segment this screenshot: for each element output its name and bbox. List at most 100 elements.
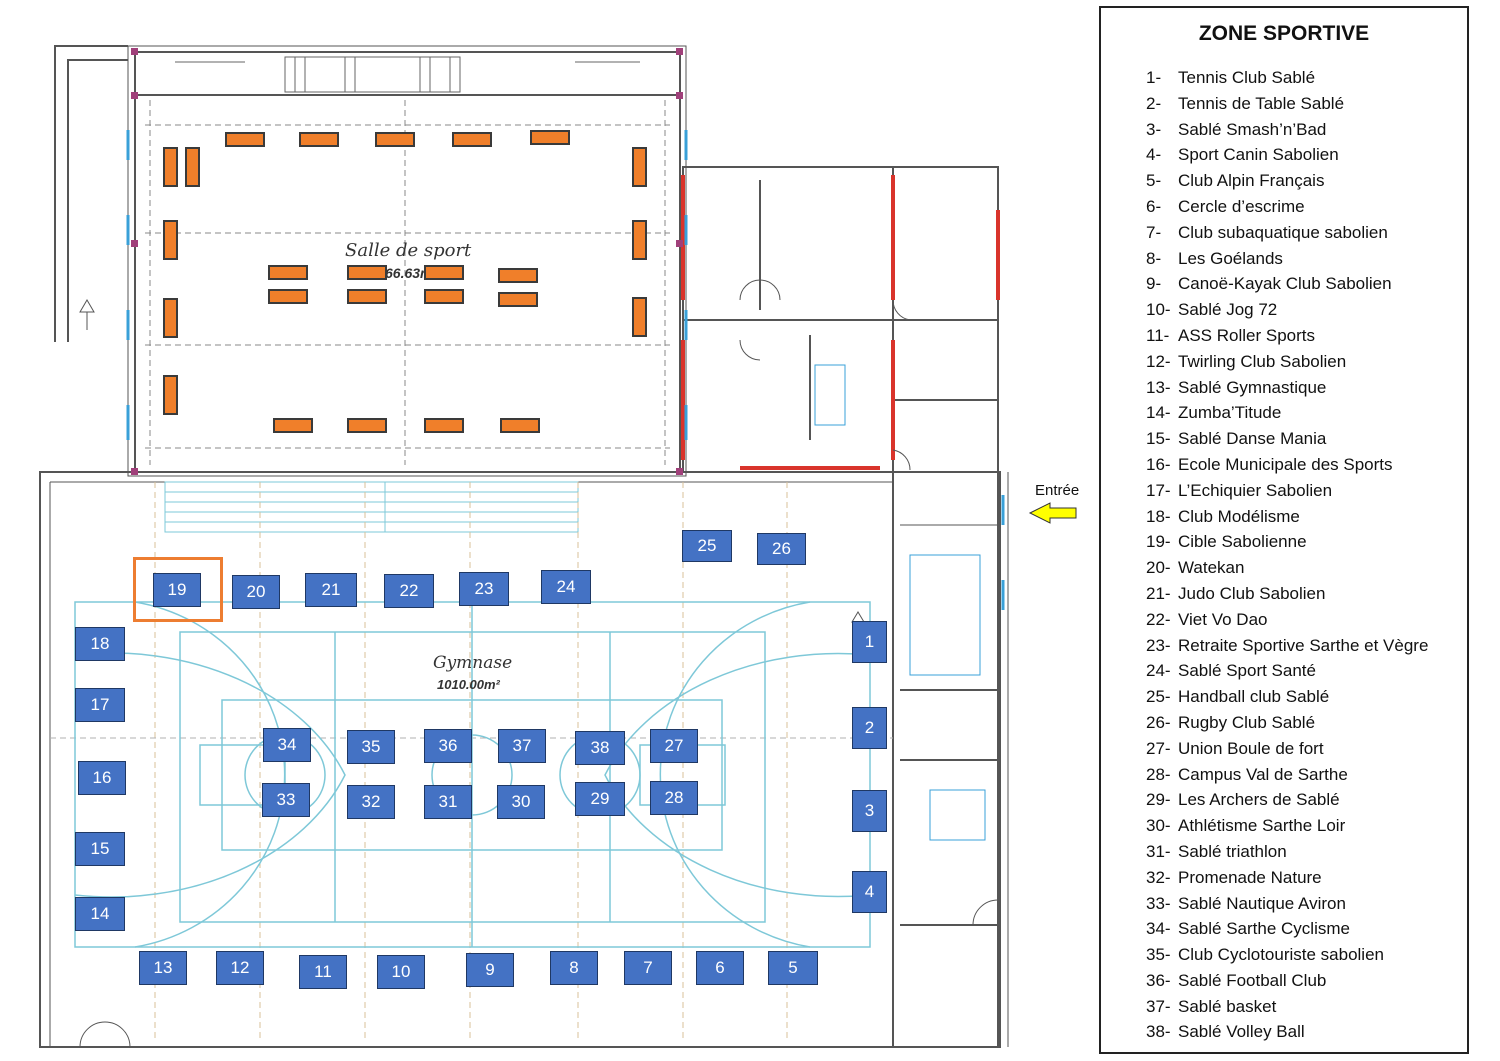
legend-item-name: Les Archers de Sablé <box>1178 790 1340 810</box>
table <box>163 147 178 187</box>
legend-item: 1- Tennis Club Sablé <box>1146 68 1428 94</box>
booth-2[interactable]: 2 <box>852 707 887 749</box>
table <box>498 292 538 307</box>
booth-33[interactable]: 33 <box>262 783 310 817</box>
booth-14[interactable]: 14 <box>75 897 125 931</box>
gymnase-area: 1010.00m² <box>437 677 500 692</box>
legend-item: 27-Union Boule de fort <box>1146 739 1428 765</box>
table <box>268 289 308 304</box>
legend-item-number: 7- <box>1146 222 1162 242</box>
legend-item-name: Canoë-Kayak Club Sabolien <box>1178 274 1392 294</box>
legend-item: 38-Sablé Volley Ball <box>1146 1022 1428 1048</box>
booth-18[interactable]: 18 <box>75 627 125 661</box>
legend-item: 13-Sablé Gymnastique <box>1146 378 1428 404</box>
legend-item: 32-Promenade Nature <box>1146 868 1428 894</box>
booth-35[interactable]: 35 <box>347 730 395 764</box>
legend-item-number: 11- <box>1146 325 1170 345</box>
legend-item-name: Sablé Volley Ball <box>1178 1022 1305 1042</box>
booth-26[interactable]: 26 <box>757 533 806 565</box>
legend-item: 3-Sablé Smash’n’Bad <box>1146 120 1428 146</box>
legend-item: 10-Sablé Jog 72 <box>1146 300 1428 326</box>
booth-4[interactable]: 4 <box>852 871 887 913</box>
table <box>347 265 387 280</box>
booth-16[interactable]: 16 <box>78 761 126 795</box>
booth-5[interactable]: 5 <box>768 951 818 985</box>
legend-item-name: ASS Roller Sports <box>1178 325 1315 345</box>
legend-list: 1-Tennis Club Sablé 2-Tennis de Table Sa… <box>1146 68 1428 1048</box>
table <box>163 375 178 415</box>
legend-item-name: Ecole Municipale des Sports <box>1178 454 1393 474</box>
legend-item-name: Tennis Club Sablé <box>1178 68 1316 87</box>
legend-item: 33- Sablé Nautique Aviron <box>1146 894 1428 920</box>
legend-item-name: Sablé Sarthe Cyclisme <box>1178 919 1350 939</box>
legend-item-name: Sablé Nautique Aviron <box>1178 893 1346 913</box>
legend-item-number: 16- <box>1146 454 1171 474</box>
booth-34[interactable]: 34 <box>263 728 311 762</box>
booth-21[interactable]: 21 <box>305 573 357 607</box>
legend-item-number: 23- <box>1146 635 1171 655</box>
legend-item: 14- Zumba’Titude <box>1146 403 1428 429</box>
table <box>424 289 464 304</box>
booth-6[interactable]: 6 <box>696 951 744 985</box>
table <box>632 147 647 187</box>
legend-item-name: Rugby Club Sablé <box>1178 712 1316 732</box>
booth-20[interactable]: 20 <box>232 575 280 609</box>
legend-item-name: Twirling Club Sabolien <box>1178 351 1347 371</box>
legend-item: 28-Campus Val de Sarthe <box>1146 765 1428 791</box>
booth-3[interactable]: 3 <box>852 790 887 832</box>
legend-item: 26- Rugby Club Sablé <box>1146 713 1428 739</box>
booth-30[interactable]: 30 <box>497 785 545 819</box>
booth-31[interactable]: 31 <box>424 785 472 819</box>
booth-32[interactable]: 32 <box>347 785 395 819</box>
booth-27[interactable]: 27 <box>650 729 698 763</box>
legend-item-number: 33- <box>1146 893 1171 913</box>
table <box>632 297 647 337</box>
booth-9[interactable]: 9 <box>466 953 514 987</box>
booth-24[interactable]: 24 <box>541 570 591 604</box>
table <box>163 298 178 338</box>
legend-item-number: 1- <box>1146 68 1162 87</box>
legend-item-name: Sablé triathlon <box>1178 841 1287 861</box>
legend-item-name: Club Cyclotouriste sabolien <box>1178 945 1384 965</box>
booth-38[interactable]: 38 <box>575 731 625 765</box>
legend-item-number: 8- <box>1146 248 1162 268</box>
table <box>375 132 415 147</box>
legend-item-number: 2- <box>1146 93 1162 113</box>
legend-item-name: Promenade Nature <box>1178 867 1322 887</box>
table <box>225 132 265 147</box>
booth-11[interactable]: 11 <box>299 955 347 989</box>
booth-25[interactable]: 25 <box>682 530 732 562</box>
booth-22[interactable]: 22 <box>384 574 434 608</box>
legend-item-number: 21- <box>1146 583 1171 603</box>
booth-29[interactable]: 29 <box>575 782 625 816</box>
booth-12[interactable]: 12 <box>216 951 264 985</box>
legend-item: 30-Athlétisme Sarthe Loir <box>1146 816 1428 842</box>
legend-item: 5-Club Alpin Français <box>1146 171 1428 197</box>
booth-19[interactable]: 19 <box>153 573 201 607</box>
booth-28[interactable]: 28 <box>650 781 698 815</box>
legend-item-name: Zumba’Titude <box>1178 403 1282 423</box>
table <box>347 418 387 433</box>
booth-15[interactable]: 15 <box>75 832 125 866</box>
legend-item: 36-Sablé Football Club <box>1146 971 1428 997</box>
legend-item-number: 14- <box>1146 403 1171 423</box>
booth-10[interactable]: 10 <box>377 955 425 989</box>
legend-item-name: Club subaquatique sabolien <box>1178 222 1388 242</box>
booth-1[interactable]: 1 <box>852 621 887 663</box>
booth-8[interactable]: 8 <box>550 951 598 985</box>
booth-37[interactable]: 37 <box>498 729 546 763</box>
booth-36[interactable]: 36 <box>424 729 472 763</box>
booth-17[interactable]: 17 <box>75 688 125 722</box>
legend-item: 34-Sablé Sarthe Cyclisme <box>1146 919 1428 945</box>
legend-item-number: 28- <box>1146 764 1171 784</box>
booth-13[interactable]: 13 <box>139 951 187 985</box>
legend-item: 9- Canoë-Kayak Club Sabolien <box>1146 274 1428 300</box>
table <box>498 268 538 283</box>
legend-item-number: 26- <box>1146 712 1171 732</box>
booth-23[interactable]: 23 <box>459 572 509 606</box>
legend-item: 21-Judo Club Sabolien <box>1146 584 1428 610</box>
legend-item-number: 9- <box>1146 274 1162 294</box>
table <box>299 132 339 147</box>
booth-7[interactable]: 7 <box>624 951 672 985</box>
legend-item-number: 25- <box>1146 687 1171 707</box>
